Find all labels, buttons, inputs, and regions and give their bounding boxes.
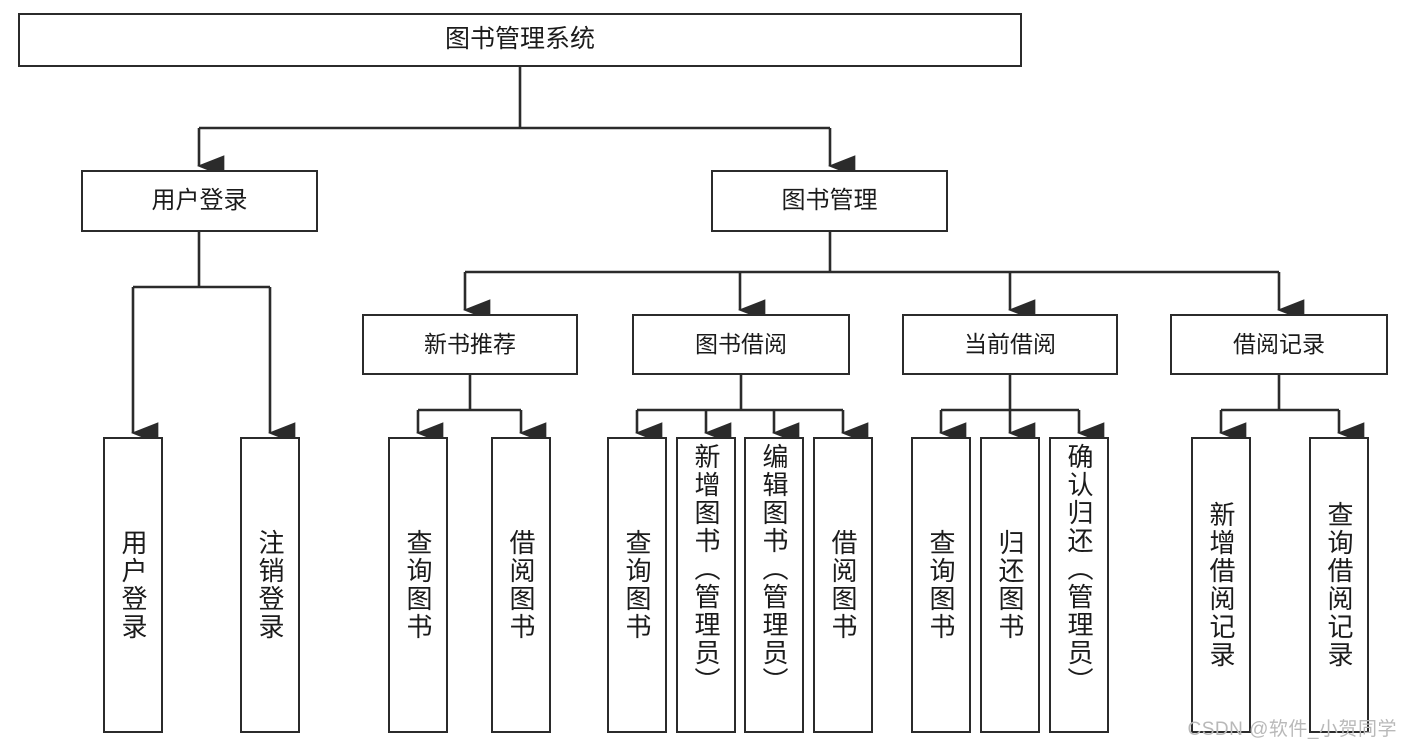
- csdn-watermark: CSDN @软件_小贺同学: [1187, 719, 1397, 740]
- leaf-query-book-2[interactable]: 查询图书: [607, 437, 667, 733]
- leaf-confirm-return-label: 确认归还（管理员）: [1064, 443, 1094, 695]
- node-book-borrow[interactable]: 图书借阅: [632, 314, 850, 375]
- leaf-edit-book[interactable]: 编辑图书（管理员）: [744, 437, 804, 733]
- node-root[interactable]: 图书管理系统: [18, 13, 1022, 67]
- leaf-query-record[interactable]: 查询借阅记录: [1309, 437, 1369, 733]
- node-new-book-rec[interactable]: 新书推荐: [362, 314, 578, 375]
- leaf-user-login[interactable]: 用户登录: [103, 437, 163, 733]
- leaf-query-book-3-label: 查询图书: [926, 529, 956, 641]
- node-user-login-label: 用户登录: [151, 186, 248, 214]
- leaf-return-book[interactable]: 归还图书: [980, 437, 1040, 733]
- node-root-label: 图书管理系统: [444, 25, 595, 54]
- leaf-add-book[interactable]: 新增图书（管理员）: [676, 437, 736, 733]
- leaf-borrow-book-2-label: 借阅图书: [828, 529, 858, 641]
- leaf-user-login-label: 用户登录: [118, 529, 148, 641]
- leaf-add-record[interactable]: 新增借阅记录: [1191, 437, 1251, 733]
- leaf-edit-book-label: 编辑图书（管理员）: [759, 443, 789, 695]
- leaf-query-record-label: 查询借阅记录: [1324, 501, 1354, 669]
- leaf-user-logout-label: 注销登录: [255, 529, 285, 641]
- node-current-borrow-label: 当前借阅: [964, 330, 1056, 357]
- leaf-query-book-1[interactable]: 查询图书: [388, 437, 448, 733]
- node-book-manage[interactable]: 图书管理: [711, 170, 948, 232]
- node-borrow-record[interactable]: 借阅记录: [1170, 314, 1388, 375]
- node-current-borrow[interactable]: 当前借阅: [902, 314, 1118, 375]
- node-new-book-rec-label: 新书推荐: [424, 330, 516, 357]
- leaf-add-record-label: 新增借阅记录: [1206, 501, 1236, 669]
- leaf-confirm-return[interactable]: 确认归还（管理员）: [1049, 437, 1109, 733]
- leaf-add-book-label: 新增图书（管理员）: [691, 443, 721, 695]
- node-book-borrow-label: 图书借阅: [695, 330, 787, 357]
- leaf-borrow-book-2[interactable]: 借阅图书: [813, 437, 873, 733]
- leaf-borrow-book-1-label: 借阅图书: [506, 529, 536, 641]
- leaf-user-logout[interactable]: 注销登录: [240, 437, 300, 733]
- leaf-borrow-book-1[interactable]: 借阅图书: [491, 437, 551, 733]
- node-user-login[interactable]: 用户登录: [81, 170, 318, 232]
- node-borrow-record-label: 借阅记录: [1233, 330, 1325, 357]
- leaf-return-book-label: 归还图书: [995, 529, 1025, 641]
- node-book-manage-label: 图书管理: [781, 186, 878, 214]
- leaf-query-book-2-label: 查询图书: [622, 529, 652, 641]
- leaf-query-book-1-label: 查询图书: [403, 529, 433, 641]
- leaf-query-book-3[interactable]: 查询图书: [911, 437, 971, 733]
